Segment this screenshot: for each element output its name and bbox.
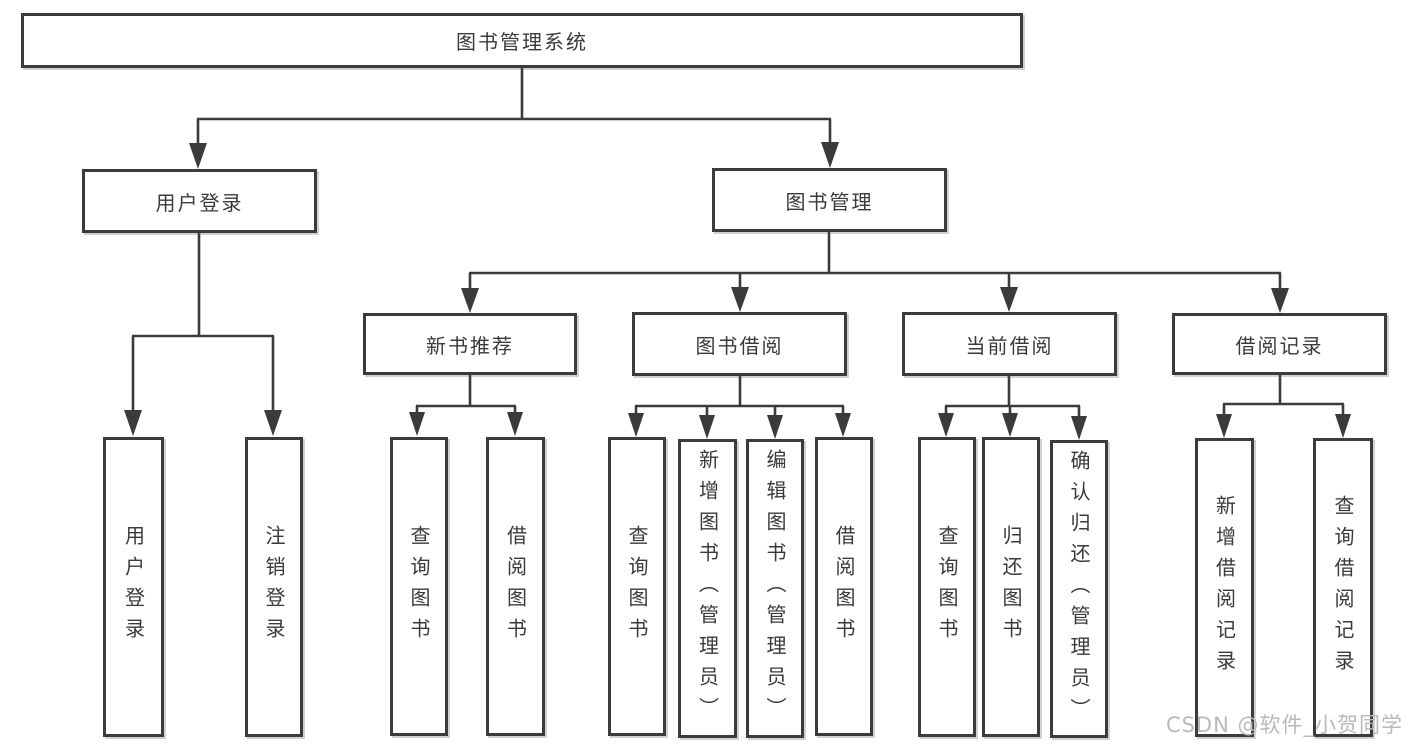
- leaf-rec-borrow-books: 借阅图书: [486, 437, 545, 736]
- node-root-library-system: 图书管理系统: [21, 13, 1023, 68]
- leaf-cb-confirm-return-admin: 确认归还（管理员）: [1050, 440, 1108, 738]
- arrowheads: [124, 142, 1351, 440]
- leaf-br-query-record: 查询借阅记录: [1313, 438, 1373, 737]
- leaf-br-add-record: 新增借阅记录: [1195, 438, 1254, 737]
- node-book-management: 图书管理: [712, 168, 947, 232]
- leaf-bb-add-books-admin: 新增图书（管理员）: [678, 439, 737, 738]
- leaf-rec-query-books: 查询图书: [390, 437, 448, 736]
- node-book-borrow: 图书借阅: [632, 312, 847, 376]
- leaf-logout: 注销登录: [245, 437, 303, 737]
- node-user-login: 用户登录: [82, 169, 317, 233]
- node-new-book-recommend: 新书推荐: [363, 313, 577, 375]
- leaf-user-login: 用户登录: [103, 437, 164, 737]
- leaf-cb-return-books: 归还图书: [982, 437, 1040, 737]
- node-borrow-records: 借阅记录: [1172, 313, 1387, 375]
- leaf-bb-query-books: 查询图书: [608, 437, 666, 736]
- node-current-borrow: 当前借阅: [902, 312, 1117, 376]
- leaf-bb-borrow-books: 借阅图书: [815, 437, 873, 736]
- leaf-bb-edit-books-admin: 编辑图书（管理员）: [746, 439, 804, 738]
- csdn-watermark: CSDN @软件_小贺同学: [1165, 713, 1403, 737]
- leaf-cb-query-books: 查询图书: [918, 437, 976, 737]
